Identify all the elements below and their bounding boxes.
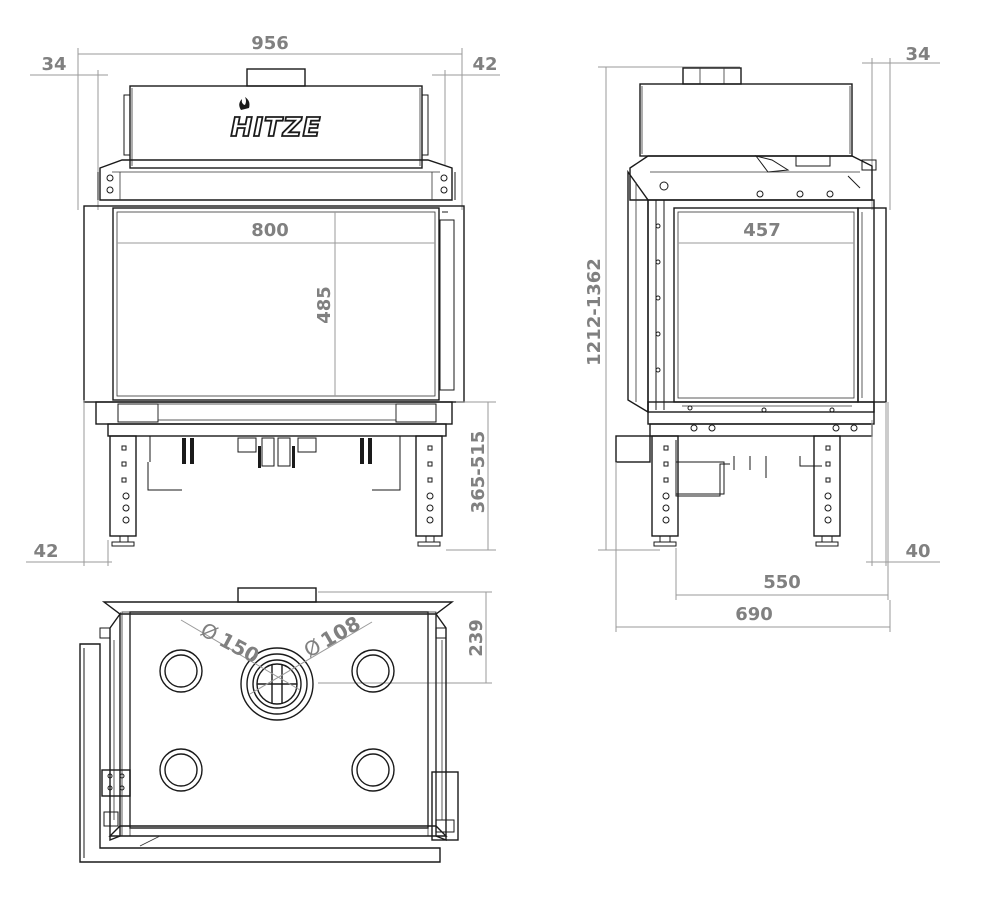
- label-side-right-offset-bottom: 40: [905, 541, 930, 562]
- label-flue-depth: 239: [466, 619, 487, 657]
- label-outlet-diameter-small: 108: [316, 611, 364, 653]
- dim-opening-width: 800: [117, 220, 435, 244]
- label-opening-width: 800: [251, 220, 289, 241]
- dim-outlet-diameter-small: Ø 108: [249, 611, 373, 695]
- dim-right-offset-top: 42: [432, 54, 500, 165]
- label-left-offset-top: 34: [41, 54, 66, 75]
- label-side-right-offset-top: 34: [905, 44, 930, 65]
- central-flue: [240, 647, 314, 721]
- dim-leg-height: 365-515: [446, 401, 496, 551]
- dim-left-offset-top: 34: [30, 54, 108, 210]
- dim-leg-span: 550: [675, 402, 889, 600]
- dim-right-offset-bottom: 40: [866, 402, 940, 566]
- front-right-leg: [415, 435, 443, 547]
- side-left-leg: [651, 435, 679, 547]
- label-overall-height: 1212-1362: [584, 258, 605, 366]
- dim-right-offset-top: 34: [862, 44, 940, 210]
- front-left-leg: [109, 435, 137, 547]
- dim-flue-depth: 239: [318, 591, 492, 684]
- top-view: 239: [79, 587, 492, 863]
- label-side-opening-width: 457: [743, 220, 781, 241]
- outlet-top-left: [159, 649, 203, 693]
- label-overall-depth: 690: [735, 604, 773, 625]
- side-right-leg: [813, 435, 841, 547]
- dim-overall-height: 1212-1362: [584, 66, 740, 551]
- side-view: 1212-1362 34: [584, 44, 940, 632]
- label-opening-height: 485: [314, 286, 335, 324]
- label-left-offset-bottom: 42: [33, 541, 58, 562]
- outlet-bottom-right: [351, 748, 395, 792]
- front-view: 956 34 42 HITZE: [26, 33, 500, 566]
- brand-logo-text: HITZE: [231, 113, 322, 143]
- outlet-bottom-left: [159, 748, 203, 792]
- outlet-top-right: [351, 649, 395, 693]
- brand-logo: HITZE: [230, 97, 322, 144]
- label-leg-height: 365-515: [468, 431, 489, 514]
- dim-opening-height: 485: [314, 212, 336, 396]
- label-leg-span: 550: [763, 572, 801, 593]
- dim-left-offset-bottom: 42: [26, 400, 112, 566]
- label-right-offset-top: 42: [472, 54, 497, 75]
- dim-side-opening-width: 457: [678, 220, 854, 244]
- dim-overall-depth: 690: [615, 462, 891, 632]
- label-overall-width: 956: [251, 33, 289, 54]
